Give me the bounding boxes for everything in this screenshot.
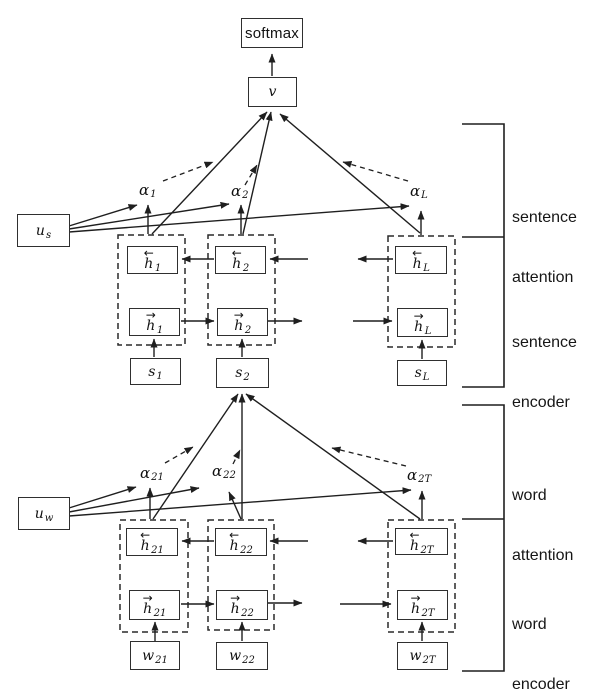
left-arrow-icon: ← — [229, 528, 240, 542]
left-arrow-icon: ← — [409, 527, 420, 542]
right-arrow-icon: → — [413, 308, 424, 323]
attention-dashed-arrows — [162, 161, 409, 467]
encoder-column-groups — [117, 234, 456, 633]
bracket-label-sentence-attention: sentence attention — [512, 209, 577, 286]
right-arrow-icon: → — [230, 591, 241, 605]
word-col2-group — [207, 519, 275, 631]
word-col1-group — [119, 519, 189, 633]
solid-arrows — [68, 53, 426, 641]
sentence-brackets — [462, 123, 505, 388]
right-arrow-icon: → — [142, 591, 153, 605]
bracket-label-word-encoder: word encoder — [512, 616, 570, 692]
left-arrow-icon: ← — [231, 246, 242, 260]
bracket-label-word-attention: word attention — [512, 487, 574, 564]
right-arrow-icon: → — [410, 591, 421, 605]
right-arrow-icon: → — [145, 308, 156, 322]
sentence-vector-v-box: v — [248, 77, 297, 107]
left-arrow-icon: ← — [412, 246, 423, 260]
section-brackets — [462, 123, 505, 672]
v-label: v — [268, 84, 277, 100]
left-arrow-icon: ← — [140, 528, 151, 542]
softmax-box: softmax — [241, 18, 303, 48]
bracket-label-sentence-encoder: sentence encoder — [512, 334, 577, 411]
left-arrow-icon: ← — [143, 246, 154, 260]
word-brackets — [462, 404, 505, 672]
right-arrow-icon: → — [233, 308, 244, 322]
softmax-label: softmax — [245, 24, 299, 42]
